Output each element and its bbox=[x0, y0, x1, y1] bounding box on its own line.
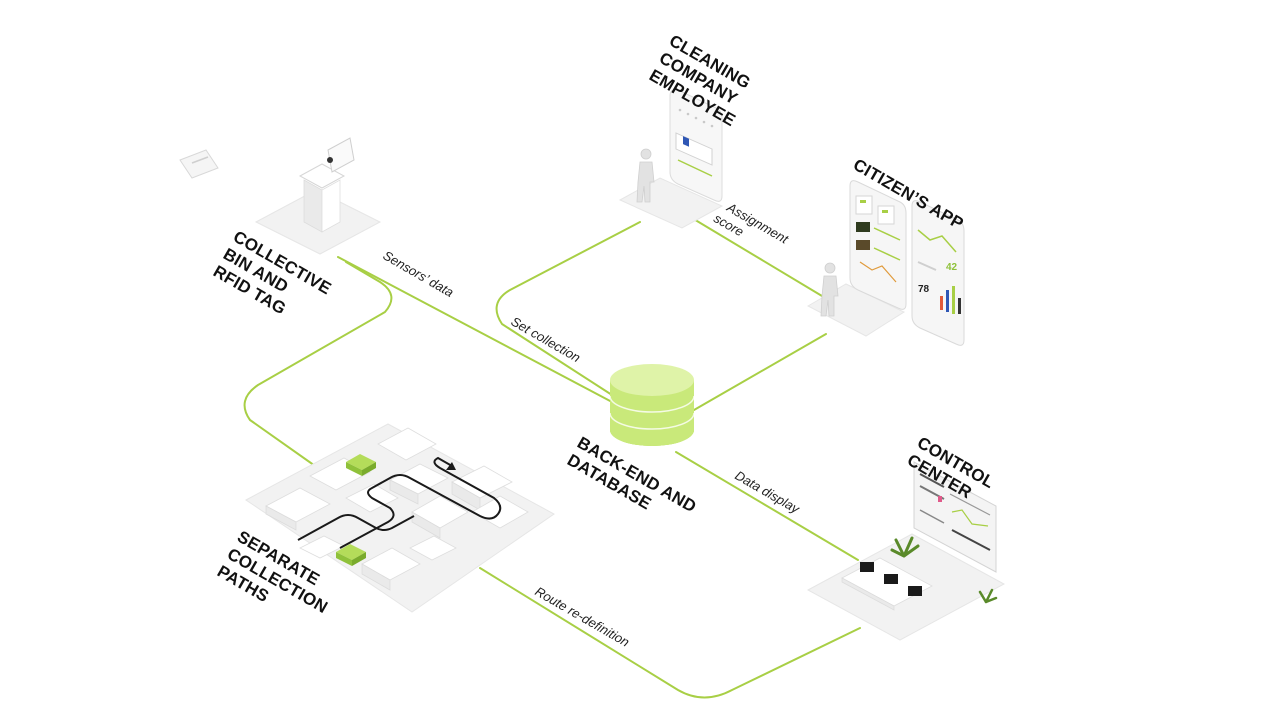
edge-bin-to-paths bbox=[243, 261, 393, 469]
app-big-value: 42 bbox=[946, 262, 958, 273]
rfid-tag-icon bbox=[179, 149, 219, 179]
control-center-illustration bbox=[806, 461, 1006, 641]
edge-citizen-to-db bbox=[693, 333, 827, 411]
edge-label-route-redefinition: Route re-definition bbox=[533, 584, 633, 650]
label-backend: BACK-END AND DATABASE bbox=[564, 433, 704, 536]
waste-bin-icon bbox=[298, 137, 355, 233]
employee-person-icon bbox=[636, 148, 655, 203]
edge-assignment-score bbox=[691, 217, 823, 297]
route-arrow-icon bbox=[446, 462, 456, 470]
edge-set-collection bbox=[495, 221, 641, 396]
edge-data-display bbox=[675, 451, 859, 561]
edge-label-assignment-score: Assignment score bbox=[711, 197, 794, 263]
edge-label-set-collection: Set collection bbox=[509, 314, 583, 366]
database-cylinder-icon bbox=[609, 364, 695, 446]
city-map-illustration bbox=[245, 423, 555, 613]
collective-bin-illustration bbox=[179, 137, 382, 255]
connections bbox=[243, 217, 861, 699]
edge-sensors-data bbox=[337, 256, 613, 403]
plant-icon-small bbox=[978, 588, 998, 604]
citizen-app-illustration: 42 78 bbox=[806, 180, 965, 346]
plant-icon bbox=[890, 536, 920, 558]
app-bar-chart bbox=[940, 286, 961, 314]
app-small-value: 78 bbox=[918, 284, 930, 295]
edge-label-sensors-data: Sensors’ data bbox=[381, 248, 457, 300]
edge-route-redefinition bbox=[479, 567, 861, 699]
control-dashboard-screen bbox=[913, 461, 997, 573]
citizen-phone-right: 42 78 bbox=[911, 200, 965, 346]
employee-illustration bbox=[618, 89, 724, 229]
citizen-phone-left bbox=[849, 180, 907, 310]
garbage-truck-icon bbox=[346, 454, 376, 476]
citizen-person-icon bbox=[820, 262, 839, 317]
employee-phone-screen bbox=[669, 89, 723, 202]
control-desks bbox=[841, 557, 933, 611]
garbage-truck-icon-2 bbox=[336, 544, 366, 566]
collection-routes bbox=[297, 456, 502, 549]
